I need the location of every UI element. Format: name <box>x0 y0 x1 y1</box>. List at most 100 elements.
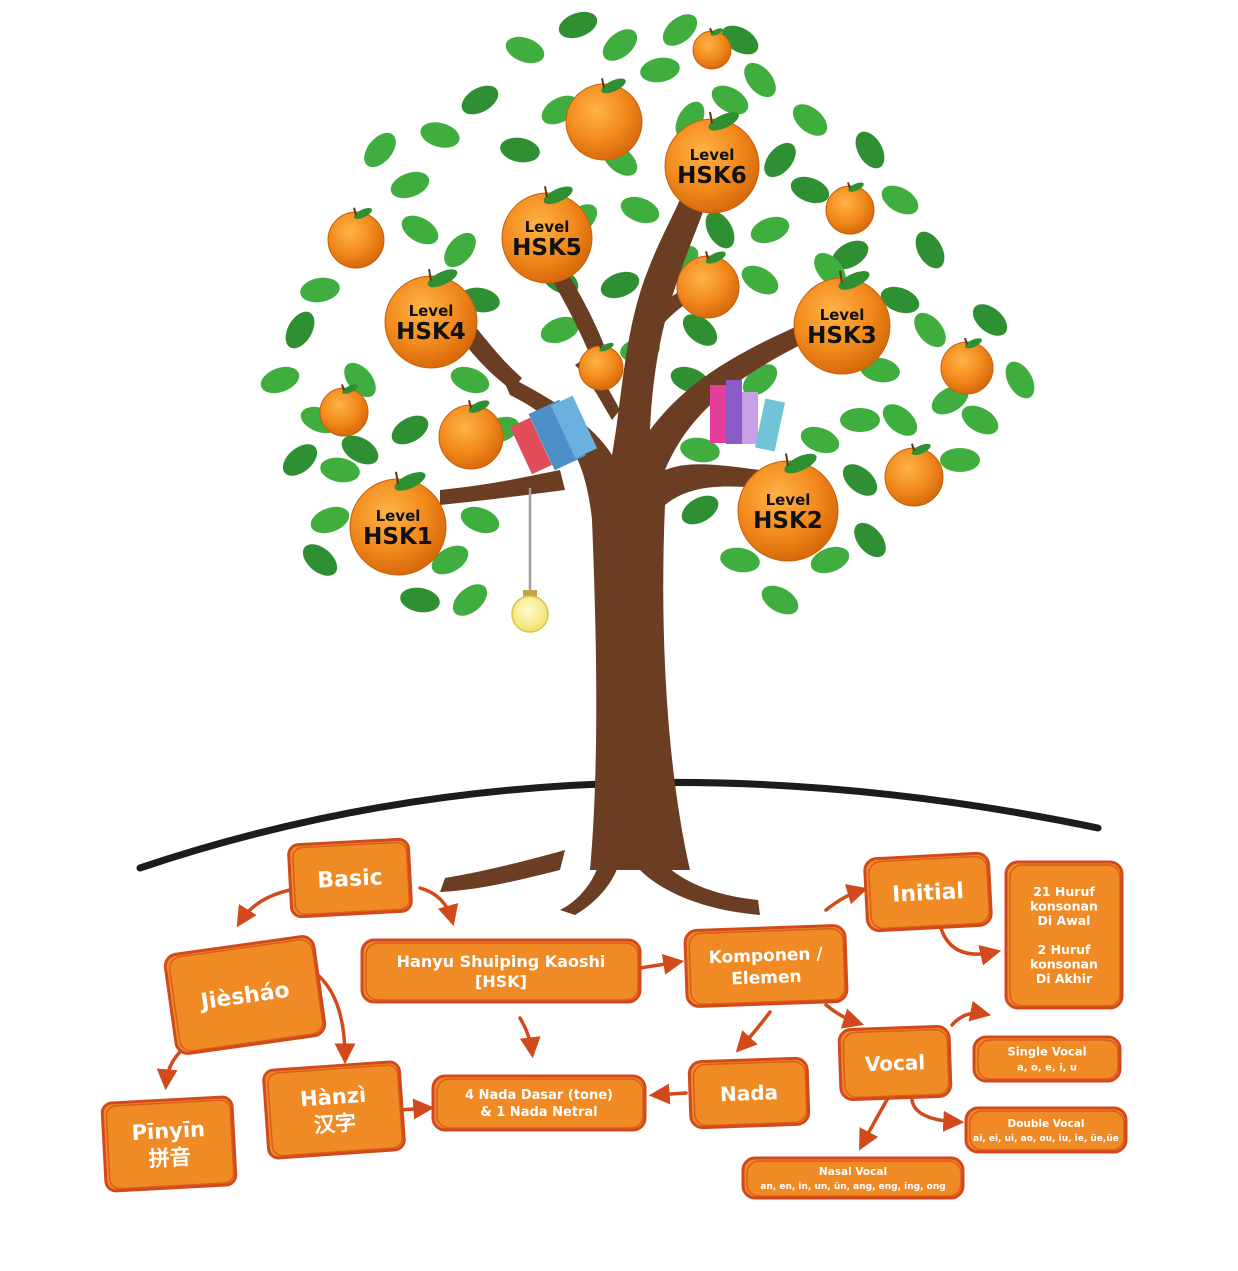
box-vocal: Vocal <box>837 1025 953 1101</box>
level-label: Level <box>525 218 570 236</box>
box-text-line: a, o, e, i, u <box>1017 1063 1077 1074</box>
leaf <box>1005 361 1035 399</box>
box-text-line: 21 Huruf <box>1033 884 1095 899</box>
leaf <box>444 232 476 268</box>
box-text-line: Single Vocal <box>1007 1045 1086 1059</box>
flow-arrow <box>638 953 685 975</box>
leaf <box>842 464 878 496</box>
box-initial: Initial <box>863 851 993 933</box>
level-label: Level <box>766 491 811 509</box>
box-text-line: an, en, in, un, ün, ang, eng, ing, ong <box>760 1182 945 1192</box>
box-text-line: ai, ei, ui, ao, ou, iu, ie, üe,üe <box>973 1134 1119 1144</box>
box-text-line: konsonan <box>1030 899 1098 914</box>
leaf <box>341 435 379 465</box>
box-double-vocal: Double Vocal ai, ei, ui, ao, ou, iu, ie, … <box>964 1106 1128 1154</box>
leaf <box>461 85 499 115</box>
box-text-line: konsonan <box>1030 957 1098 972</box>
leaf <box>682 314 718 346</box>
orange-fruit <box>578 342 624 391</box>
orange-fruit <box>565 78 643 161</box>
box-text-line: Nasal Vocal <box>819 1166 887 1178</box>
flow-arrow <box>648 1083 688 1105</box>
box-basic: Basic <box>287 837 413 919</box>
books-right <box>710 380 785 452</box>
box-text-line: Di Awal <box>1038 913 1091 928</box>
leaf <box>310 506 350 534</box>
leaf <box>602 29 638 61</box>
orange-fruit <box>438 399 504 470</box>
leaf <box>450 366 490 394</box>
orange-fruit <box>319 384 369 437</box>
box-single-vocal: Single Vocal a, o, e, i, u <box>972 1035 1122 1083</box>
box-text-line: [HSK] <box>475 972 527 991</box>
leaf <box>320 457 360 483</box>
box-text-line: 2 Huruf <box>1038 942 1091 957</box>
level-label: Level <box>820 306 865 324</box>
box-text-line: 4 Nada Dasar (tone) <box>465 1088 613 1103</box>
level-label: Level <box>690 146 735 164</box>
leaf <box>831 240 869 270</box>
orange-fruit <box>692 27 732 70</box>
level-hsk-label: HSK1 <box>363 524 433 550</box>
flow-arrow <box>938 923 1002 966</box>
leaf <box>260 366 300 394</box>
leaf <box>640 57 680 83</box>
box-komponen: Komponen /Elemen <box>683 924 849 1008</box>
box-text-line: & 1 Nada Netral <box>480 1105 597 1120</box>
box-text-line: Hànzì <box>299 1083 367 1112</box>
box-text-line: Hanyu Shuiping Kaoshi <box>397 952 606 971</box>
flow-arrow <box>950 1000 992 1027</box>
box-nada: Nada <box>687 1056 811 1130</box>
box-text-line: Elemen <box>731 967 802 989</box>
leaf <box>881 185 919 215</box>
leaf <box>790 176 830 204</box>
level-hsk-label: HSK5 <box>512 235 582 261</box>
box-text-line: Initial <box>892 879 965 908</box>
leaf <box>390 171 430 199</box>
leaf <box>401 215 439 245</box>
orange-fruit <box>825 182 875 235</box>
leaf <box>711 85 749 115</box>
leaf <box>282 444 318 476</box>
leaf <box>880 286 920 314</box>
leaf <box>600 271 640 299</box>
box-text-line: Nada <box>720 1080 779 1106</box>
leaf <box>680 437 720 463</box>
leaf <box>285 311 315 349</box>
leaf <box>681 495 719 525</box>
flow-arrow <box>824 884 869 912</box>
leaf <box>505 36 545 64</box>
plain-oranges <box>319 27 994 507</box>
leaf <box>800 426 840 454</box>
orange-fruit <box>676 251 740 319</box>
leaf <box>750 216 790 244</box>
box-text-line: Double Vocal <box>1008 1118 1085 1130</box>
level-hsk-label: HSK2 <box>753 508 823 534</box>
leaf <box>391 415 429 445</box>
leaf <box>620 196 660 224</box>
leaf <box>460 506 500 534</box>
flow-arrow <box>312 970 356 1065</box>
leaf <box>744 62 776 98</box>
leaf <box>431 545 469 575</box>
box-text-line: Vocal <box>864 1050 925 1076</box>
leaf <box>364 132 396 168</box>
flow-arrow <box>910 1098 965 1132</box>
level-hsk-label: HSK6 <box>677 163 747 189</box>
leaf <box>882 404 918 436</box>
flow-arrow <box>735 1010 772 1053</box>
leaf <box>741 265 779 295</box>
leaf <box>854 522 886 558</box>
box-text-line: 拼音 <box>148 1145 191 1171</box>
leaf <box>940 448 980 472</box>
leaf <box>961 405 999 435</box>
flow-arrow <box>859 1096 890 1151</box>
